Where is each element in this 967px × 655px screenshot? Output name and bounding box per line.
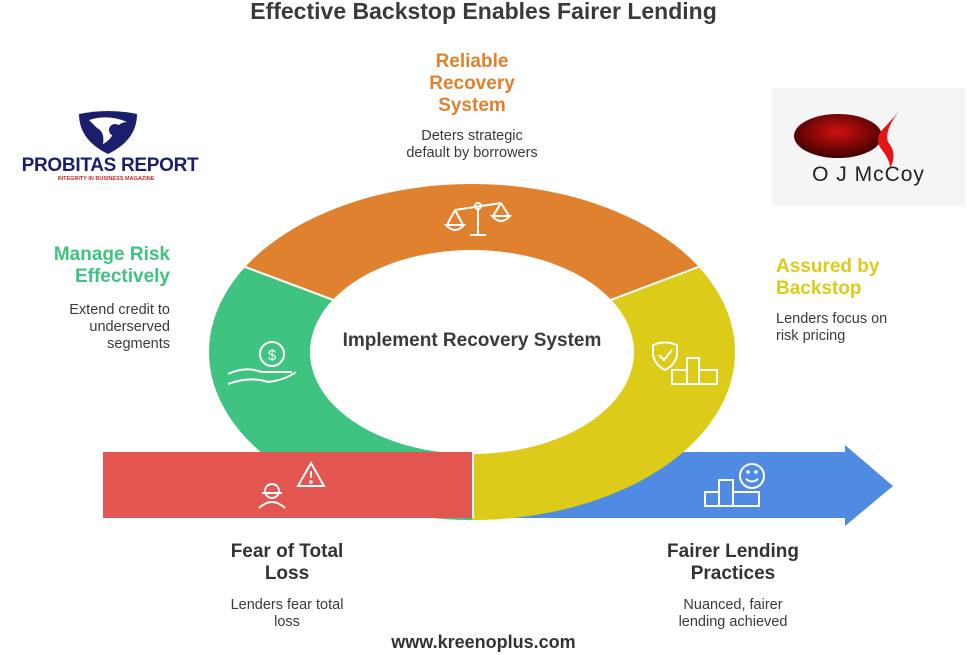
fairer-description: Nuanced, fairer lending achieved: [613, 597, 853, 631]
recovery-heading: Reliable Recovery System: [352, 51, 592, 117]
backstop-desc-line: risk pricing: [776, 328, 846, 344]
fairer-heading: Fairer Lending Practices: [613, 541, 853, 585]
risk-description: Extend credit to underserved segments: [0, 302, 170, 353]
fear-heading-line: Fear of Total: [230, 541, 344, 562]
fear-heading: Fear of Total Loss: [167, 541, 407, 585]
person-warning-icon: [258, 460, 326, 509]
diagram-title: Effective Backstop Enables Fairer Lendin…: [250, 0, 717, 24]
probitas-logo-text: PROBITAS REPORT: [21, 155, 199, 176]
backstop-description: Lenders focus on risk pricing: [776, 311, 966, 345]
risk-desc-line: underserved: [89, 319, 170, 335]
recovery-desc-line: Deters strategic: [421, 128, 523, 144]
backstop-segment: [472, 210, 735, 520]
fear-description: Lenders fear total loss: [167, 597, 407, 631]
hand-dollar-icon: $: [227, 341, 297, 385]
risk-heading-line: Manage Risk: [53, 244, 170, 265]
fairer-heading-line: Practices: [690, 563, 776, 584]
fear-heading-line: Loss: [264, 563, 310, 584]
ojmccoy-logo-text: O J McCoy: [812, 163, 925, 186]
backstop-heading: Assured by Backstop: [776, 256, 966, 300]
fear-desc-line: loss: [274, 614, 300, 630]
smile-buildings-icon: [704, 463, 765, 507]
fairer-desc-line: lending achieved: [678, 614, 788, 630]
recovery-heading-line: Reliable: [435, 51, 509, 72]
probitas-eagle-logo: [79, 111, 137, 154]
risk-heading: Manage Risk Effectively: [0, 244, 170, 288]
center-label: Implement Recovery System: [322, 330, 622, 352]
recovery-segment: [209, 184, 735, 352]
fairer-desc-line: Nuanced, fairer: [683, 597, 783, 613]
backstop-heading-line: Assured by: [776, 256, 880, 277]
recovery-desc-line: default by borrowers: [406, 145, 538, 161]
backstop-desc-line: Lenders focus on: [776, 311, 888, 327]
center-label-text: Implement Recovery System: [342, 330, 602, 351]
risk-desc-line: segments: [107, 336, 170, 352]
svg-text:$: $: [268, 347, 277, 364]
risk-heading-line: Effectively: [74, 266, 170, 287]
ojmccoy-logo-mark: [794, 110, 900, 168]
probitas-tagline: INTEGRITY IN BUSINESS MAGAZINE: [57, 176, 155, 182]
center-circle: [310, 250, 634, 454]
scales-icon: [443, 202, 513, 236]
fear-of-loss-bar: [103, 452, 472, 518]
backstop-heading-line: Backstop: [776, 278, 862, 299]
shield-buildings-icon: [652, 341, 718, 385]
footer-website: www.kreenoplus.com: [391, 632, 576, 652]
risk-desc-line: Extend credit to: [69, 302, 170, 318]
recovery-heading-line: System: [438, 95, 506, 116]
recovery-heading-line: Recovery: [429, 73, 515, 94]
fairer-heading-line: Fairer Lending: [667, 541, 799, 562]
fear-desc-line: Lenders fear total: [230, 597, 344, 613]
recovery-description: Deters strategic default by borrowers: [352, 128, 592, 162]
